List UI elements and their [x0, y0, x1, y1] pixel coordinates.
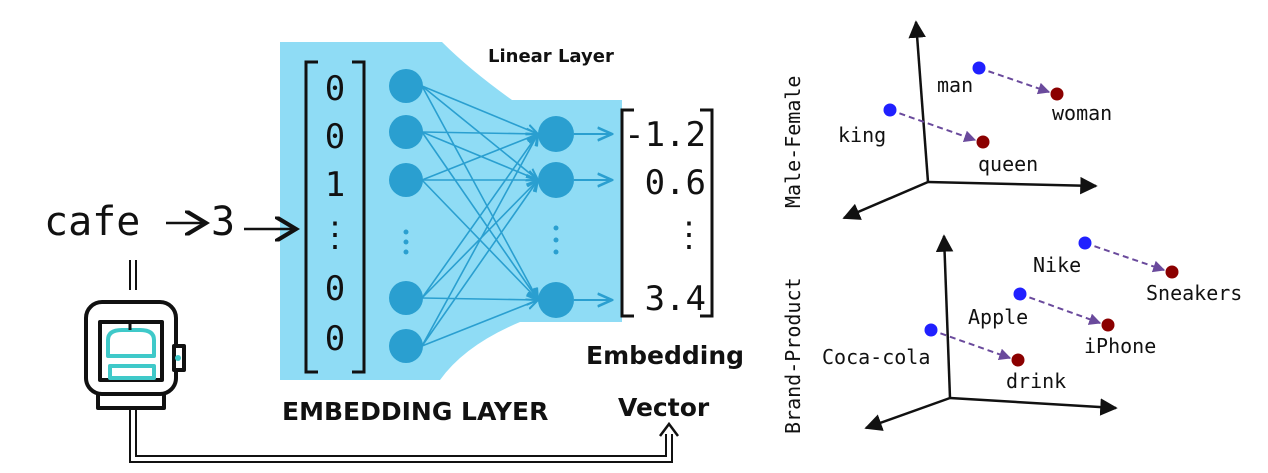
plot-axis	[935, 234, 954, 399]
word-label: woman	[1052, 101, 1112, 125]
onehot-entry: 0	[325, 117, 345, 157]
embedding-entry: 3.4	[645, 279, 706, 319]
plot-axis	[842, 180, 929, 220]
end-point	[1165, 265, 1179, 279]
relation-arrow	[930, 329, 1012, 361]
onehot-entry: 0	[325, 69, 345, 109]
connection	[421, 85, 538, 300]
relation-arrow	[889, 109, 977, 143]
network-connections	[421, 85, 612, 347]
connection	[421, 134, 538, 299]
onehot-bracket	[304, 60, 366, 374]
end-point	[1050, 87, 1064, 101]
connection	[421, 300, 538, 347]
start-point	[1078, 236, 1092, 250]
ellipsis-dot	[553, 225, 559, 231]
output-bracket	[620, 108, 714, 318]
input-neuron	[389, 281, 423, 315]
relation-arrow	[1084, 242, 1166, 273]
embedding-vector-label-line2: Vector	[618, 393, 710, 422]
start-point	[972, 61, 986, 75]
word-label: Coca-cola	[822, 345, 930, 369]
plot-male-female: Male-Female man woman king queen	[781, 20, 1112, 220]
plot-axis	[927, 176, 1098, 195]
onehot-entry: ⋮	[318, 215, 352, 255]
connection	[421, 131, 538, 180]
end-point	[1011, 353, 1025, 367]
connection	[421, 180, 538, 347]
word-label: king	[838, 123, 886, 147]
plot-axis	[908, 20, 930, 183]
embedding-vector-label-line1: Embedding	[586, 341, 744, 370]
network-neurons	[389, 69, 574, 363]
linear-layer-label: Linear Layer	[488, 46, 614, 67]
connection	[421, 85, 538, 134]
embedding-layer-label: EMBEDDING LAYER	[282, 397, 548, 426]
plot-axis-label: Male-Female	[781, 76, 805, 208]
word-label: Nike	[1033, 253, 1081, 277]
word-label: drink	[1006, 369, 1066, 393]
input-neuron	[389, 115, 423, 149]
onehot-entry: 0	[325, 319, 345, 359]
connection	[421, 134, 538, 181]
input-word: cafe	[44, 199, 140, 245]
embedding-entry: 0.6	[645, 163, 706, 203]
word-label: man	[937, 73, 973, 97]
end-point	[1101, 318, 1115, 332]
input-neuron	[389, 329, 423, 363]
onehot-vector: 0 0 1 ⋮ 0 0	[318, 69, 352, 359]
ellipsis-dot	[403, 229, 409, 235]
token-id: 3	[211, 199, 235, 245]
start-point	[883, 103, 897, 117]
relation-arrow	[1019, 293, 1102, 325]
onehot-entry: 1	[325, 165, 345, 205]
embedding-entry: -1.2	[624, 115, 706, 155]
ellipsis-dot	[553, 249, 559, 255]
connection	[421, 132, 538, 134]
end-point	[976, 135, 990, 149]
onehot-entry: 0	[325, 269, 345, 309]
start-point	[924, 323, 938, 337]
3d-printer-icon	[84, 300, 186, 410]
word-label: iPhone	[1084, 334, 1156, 358]
start-point	[1013, 287, 1027, 301]
linear-neuron	[538, 282, 574, 318]
plot-axis-label: Brand-Product	[781, 277, 805, 434]
word-label: Apple	[968, 305, 1028, 329]
embedding-entry: ⋮	[672, 215, 706, 255]
plot-axis	[864, 396, 951, 431]
linear-neuron	[538, 116, 574, 152]
connection	[421, 298, 538, 300]
input-neuron	[389, 69, 423, 103]
plot-axis	[949, 396, 1118, 416]
ellipsis-dot	[553, 237, 559, 243]
input-neuron	[389, 163, 423, 197]
ellipsis-dot	[403, 239, 409, 245]
printer-connector	[129, 260, 679, 463]
connection	[421, 134, 538, 347]
linear-neuron	[538, 162, 574, 198]
word-label: Sneakers	[1146, 281, 1242, 305]
relation-arrow	[978, 67, 1051, 95]
word-label: queen	[978, 152, 1038, 176]
embedding-vector-values: -1.2 0.6 ⋮ 3.4	[624, 115, 706, 319]
ellipsis-dot	[403, 249, 409, 255]
